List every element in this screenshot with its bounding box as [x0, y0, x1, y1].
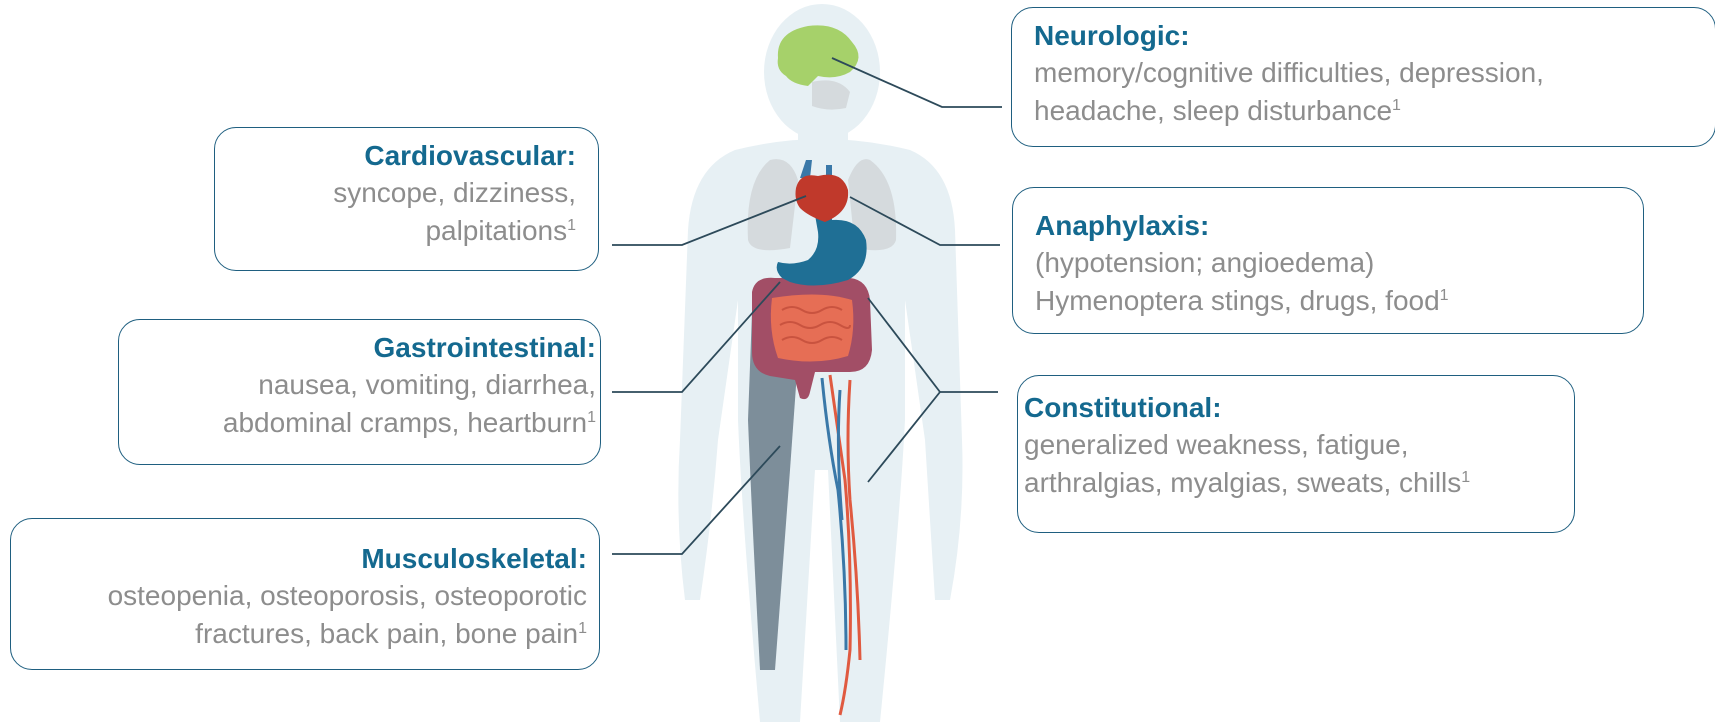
musculoskeletal-line-1: osteopenia, osteoporosis, osteoporotic	[23, 577, 587, 615]
cardiovascular-line-2: palpitations	[425, 215, 567, 246]
neurologic-line-1: memory/cognitive difficulties, depressio…	[1034, 54, 1693, 92]
gastrointestinal-line-2: abdominal cramps, heartburn	[223, 407, 587, 438]
cardiovascular-title: Cardiovascular:	[237, 138, 576, 174]
musculoskeletal-box: Musculoskeletal: osteopenia, osteoporosi…	[10, 518, 600, 670]
musculoskeletal-title: Musculoskeletal:	[23, 541, 587, 577]
neurologic-title: Neurologic:	[1034, 18, 1693, 54]
gastrointestinal-title: Gastrointestinal:	[141, 330, 596, 366]
constitutional-box: Constitutional: generalized weakness, fa…	[1017, 375, 1575, 533]
constitutional-reference: 1	[1461, 469, 1470, 486]
anaphylaxis-box: Anaphylaxis: (hypotension; angioedema) H…	[1012, 187, 1644, 334]
neurologic-line-2: headache, sleep disturbance	[1034, 95, 1392, 126]
constitutional-line-2: arthralgias, myalgias, sweats, chills	[1024, 467, 1461, 498]
gastrointestinal-box: Gastrointestinal: nausea, vomiting, diar…	[118, 319, 601, 465]
cardiovascular-reference: 1	[567, 217, 576, 234]
constitutional-title: Constitutional:	[1024, 390, 1568, 426]
constitutional-line-1: generalized weakness, fatigue,	[1024, 426, 1568, 464]
cardiovascular-line-1: syncope, dizziness,	[237, 174, 576, 212]
anaphylaxis-line-2: Hymenoptera stings, drugs, food	[1035, 285, 1440, 316]
anaphylaxis-title: Anaphylaxis:	[1035, 208, 1621, 244]
cardiovascular-box: Cardiovascular: syncope, dizziness, palp…	[214, 127, 599, 271]
anaphylaxis-line-1: (hypotension; angioedema)	[1035, 244, 1621, 282]
gastrointestinal-reference: 1	[587, 409, 596, 426]
neurologic-box: Neurologic: memory/cognitive difficultie…	[1011, 7, 1715, 147]
musculoskeletal-reference: 1	[578, 620, 587, 637]
musculoskeletal-line-2: fractures, back pain, bone pain	[195, 618, 578, 649]
gastrointestinal-line-1: nausea, vomiting, diarrhea,	[141, 366, 596, 404]
neurologic-reference: 1	[1392, 97, 1401, 114]
anaphylaxis-reference: 1	[1440, 287, 1449, 304]
